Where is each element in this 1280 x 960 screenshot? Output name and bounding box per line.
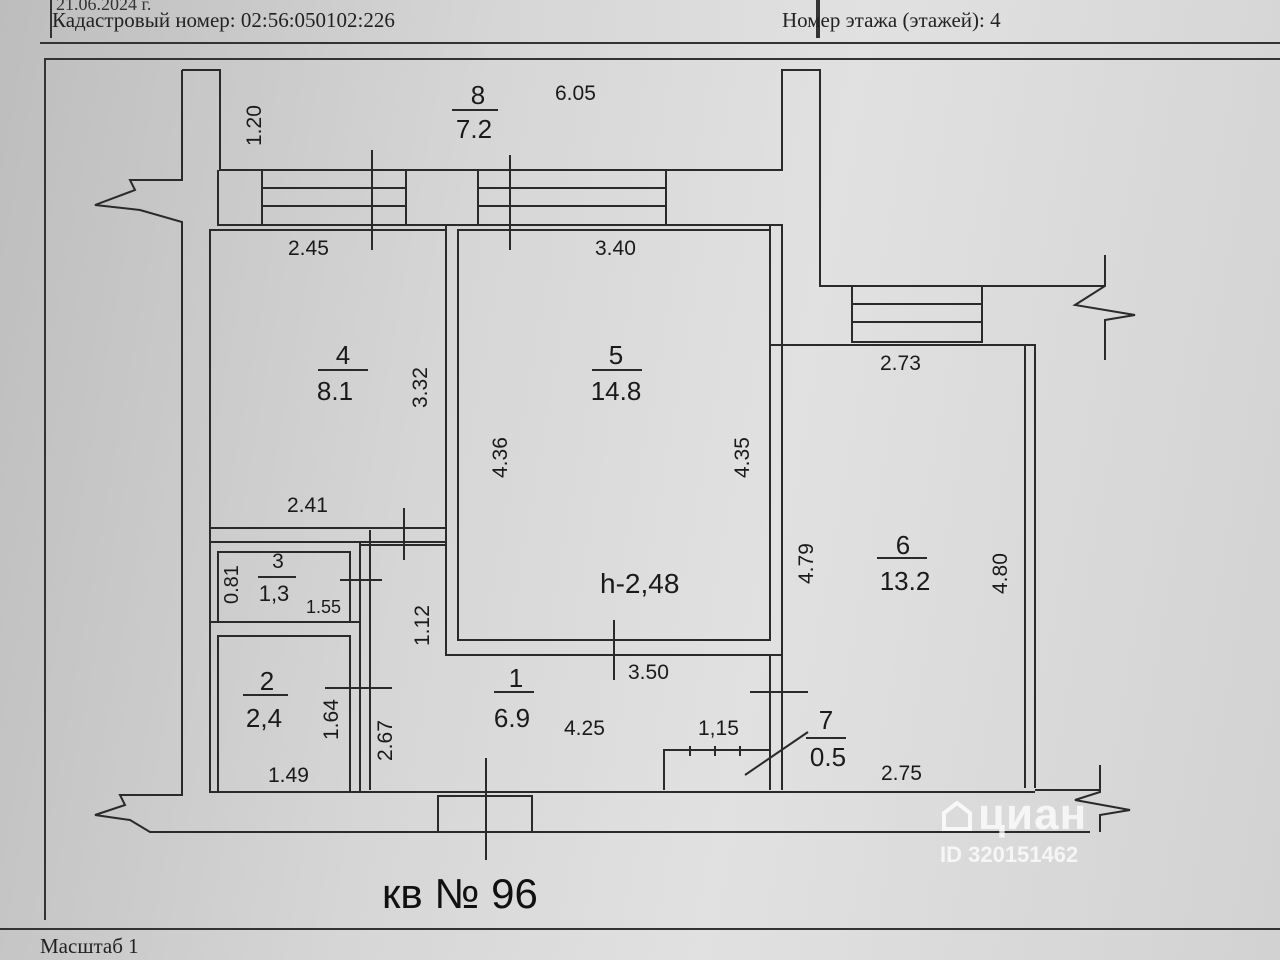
dim-0-81: 0.81	[221, 565, 243, 604]
dim-2-73: 2.73	[880, 352, 921, 375]
room-4-area: 8.1	[316, 376, 354, 406]
dim-1-12: 1.12	[411, 605, 434, 646]
room-6-number: 6	[895, 530, 911, 560]
watermark-brand-text: циан	[978, 790, 1088, 839]
inner-top-walls	[217, 170, 1036, 788]
dim-2-45: 2.45	[288, 237, 329, 260]
room-2-number: 2	[259, 666, 275, 696]
watermark-id: ID 320151462	[940, 842, 1079, 867]
room-3-area: 1,3	[258, 581, 290, 606]
dim-3-32: 3.32	[409, 367, 432, 408]
room-6-area: 13.2	[879, 566, 931, 596]
room-4-number: 4	[335, 340, 351, 370]
dim-6-05: 6.05	[555, 82, 596, 105]
dim-4-35: 4.35	[731, 437, 754, 478]
room-8-number: 8	[470, 80, 486, 110]
dim-4-79: 4.79	[795, 543, 818, 584]
dim-2-41: 2.41	[287, 494, 328, 517]
cadastral-number: Кадастровый номер: 02:56:050102:226	[52, 8, 395, 32]
outer-wall-left-bottom	[94, 70, 1090, 833]
room-5-number: 5	[608, 340, 624, 370]
room-8-area: 7.2	[455, 114, 493, 144]
floor-number: Номер этажа (этажей): 4	[782, 8, 1001, 32]
ceiling-height: h-2,48	[600, 568, 680, 599]
cian-house-icon	[942, 800, 972, 831]
dim-1-20: 1.20	[243, 105, 266, 146]
cian-watermark: циан ID 320151462	[940, 790, 1087, 868]
plan-frame	[44, 58, 1280, 920]
dim-1-55: 1.55	[306, 597, 342, 617]
room-1-area: 6.9	[493, 703, 531, 733]
scale-divider	[0, 928, 1280, 930]
dim-3-50: 3.50	[628, 661, 669, 684]
dim-4-80: 4.80	[989, 553, 1012, 594]
watermark-brand: циан	[940, 790, 1087, 840]
header-right-cell	[816, 0, 1280, 38]
room-2-area: 2,4	[245, 703, 283, 733]
scale-label: Масштаб 1	[40, 934, 139, 958]
room-7-area: 0.5	[809, 742, 847, 772]
dim-4-36: 4.36	[489, 437, 512, 478]
room-5-area: 14.8	[590, 376, 642, 406]
room-7-number: 7	[818, 705, 834, 735]
header-left-cell	[50, 0, 820, 38]
dim-1-49: 1.49	[268, 764, 309, 787]
room-1-number: 1	[508, 663, 524, 693]
outer-wall-top	[182, 69, 1105, 287]
header-table	[40, 0, 1280, 44]
dim-1-15: 1,15	[698, 717, 739, 740]
header-date: 21.06.2024 г.	[56, 0, 152, 14]
room-3-number: 3	[272, 550, 284, 573]
apartment-number: кв № 96	[382, 870, 538, 917]
dim-1-64: 1.64	[320, 699, 343, 740]
dim-2-67: 2.67	[374, 720, 397, 761]
dim-3-40: 3.40	[595, 237, 636, 260]
dim-2-75: 2.75	[881, 762, 922, 785]
dim-4-25: 4.25	[564, 717, 605, 740]
